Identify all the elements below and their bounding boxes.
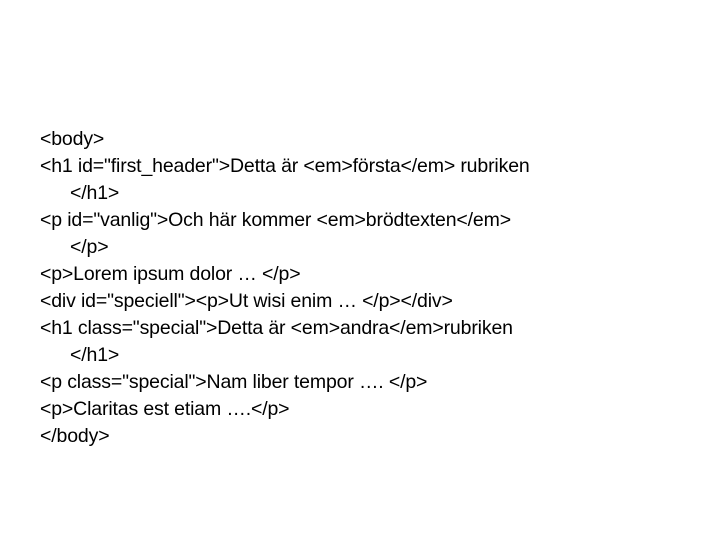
code-line: <p class="special">Nam liber tempor …. <… [40, 371, 428, 393]
code-line: <body> [40, 128, 105, 150]
html-body-markup-listing: <body> <h1 id="first_header">Detta är <em… [40, 126, 690, 450]
code-line: <div id="speciell"><p>Ut wisi enim … </p… [40, 290, 453, 312]
code-line: <p>Claritas est etiam ….</p> [40, 398, 290, 420]
code-line: </body> [40, 425, 110, 447]
code-line: <p>Lorem ipsum dolor … </p> [40, 263, 301, 285]
code-line: </h1> [70, 344, 120, 366]
code-line: <p id="vanlig">Och här kommer <em>brödte… [40, 209, 511, 231]
code-line: </h1> [70, 182, 120, 204]
code-line: </p> [70, 236, 109, 258]
code-line: <h1 class="special">Detta är <em>andra</… [40, 317, 513, 339]
code-line: <h1 id="first_header">Detta är <em>först… [40, 155, 530, 177]
